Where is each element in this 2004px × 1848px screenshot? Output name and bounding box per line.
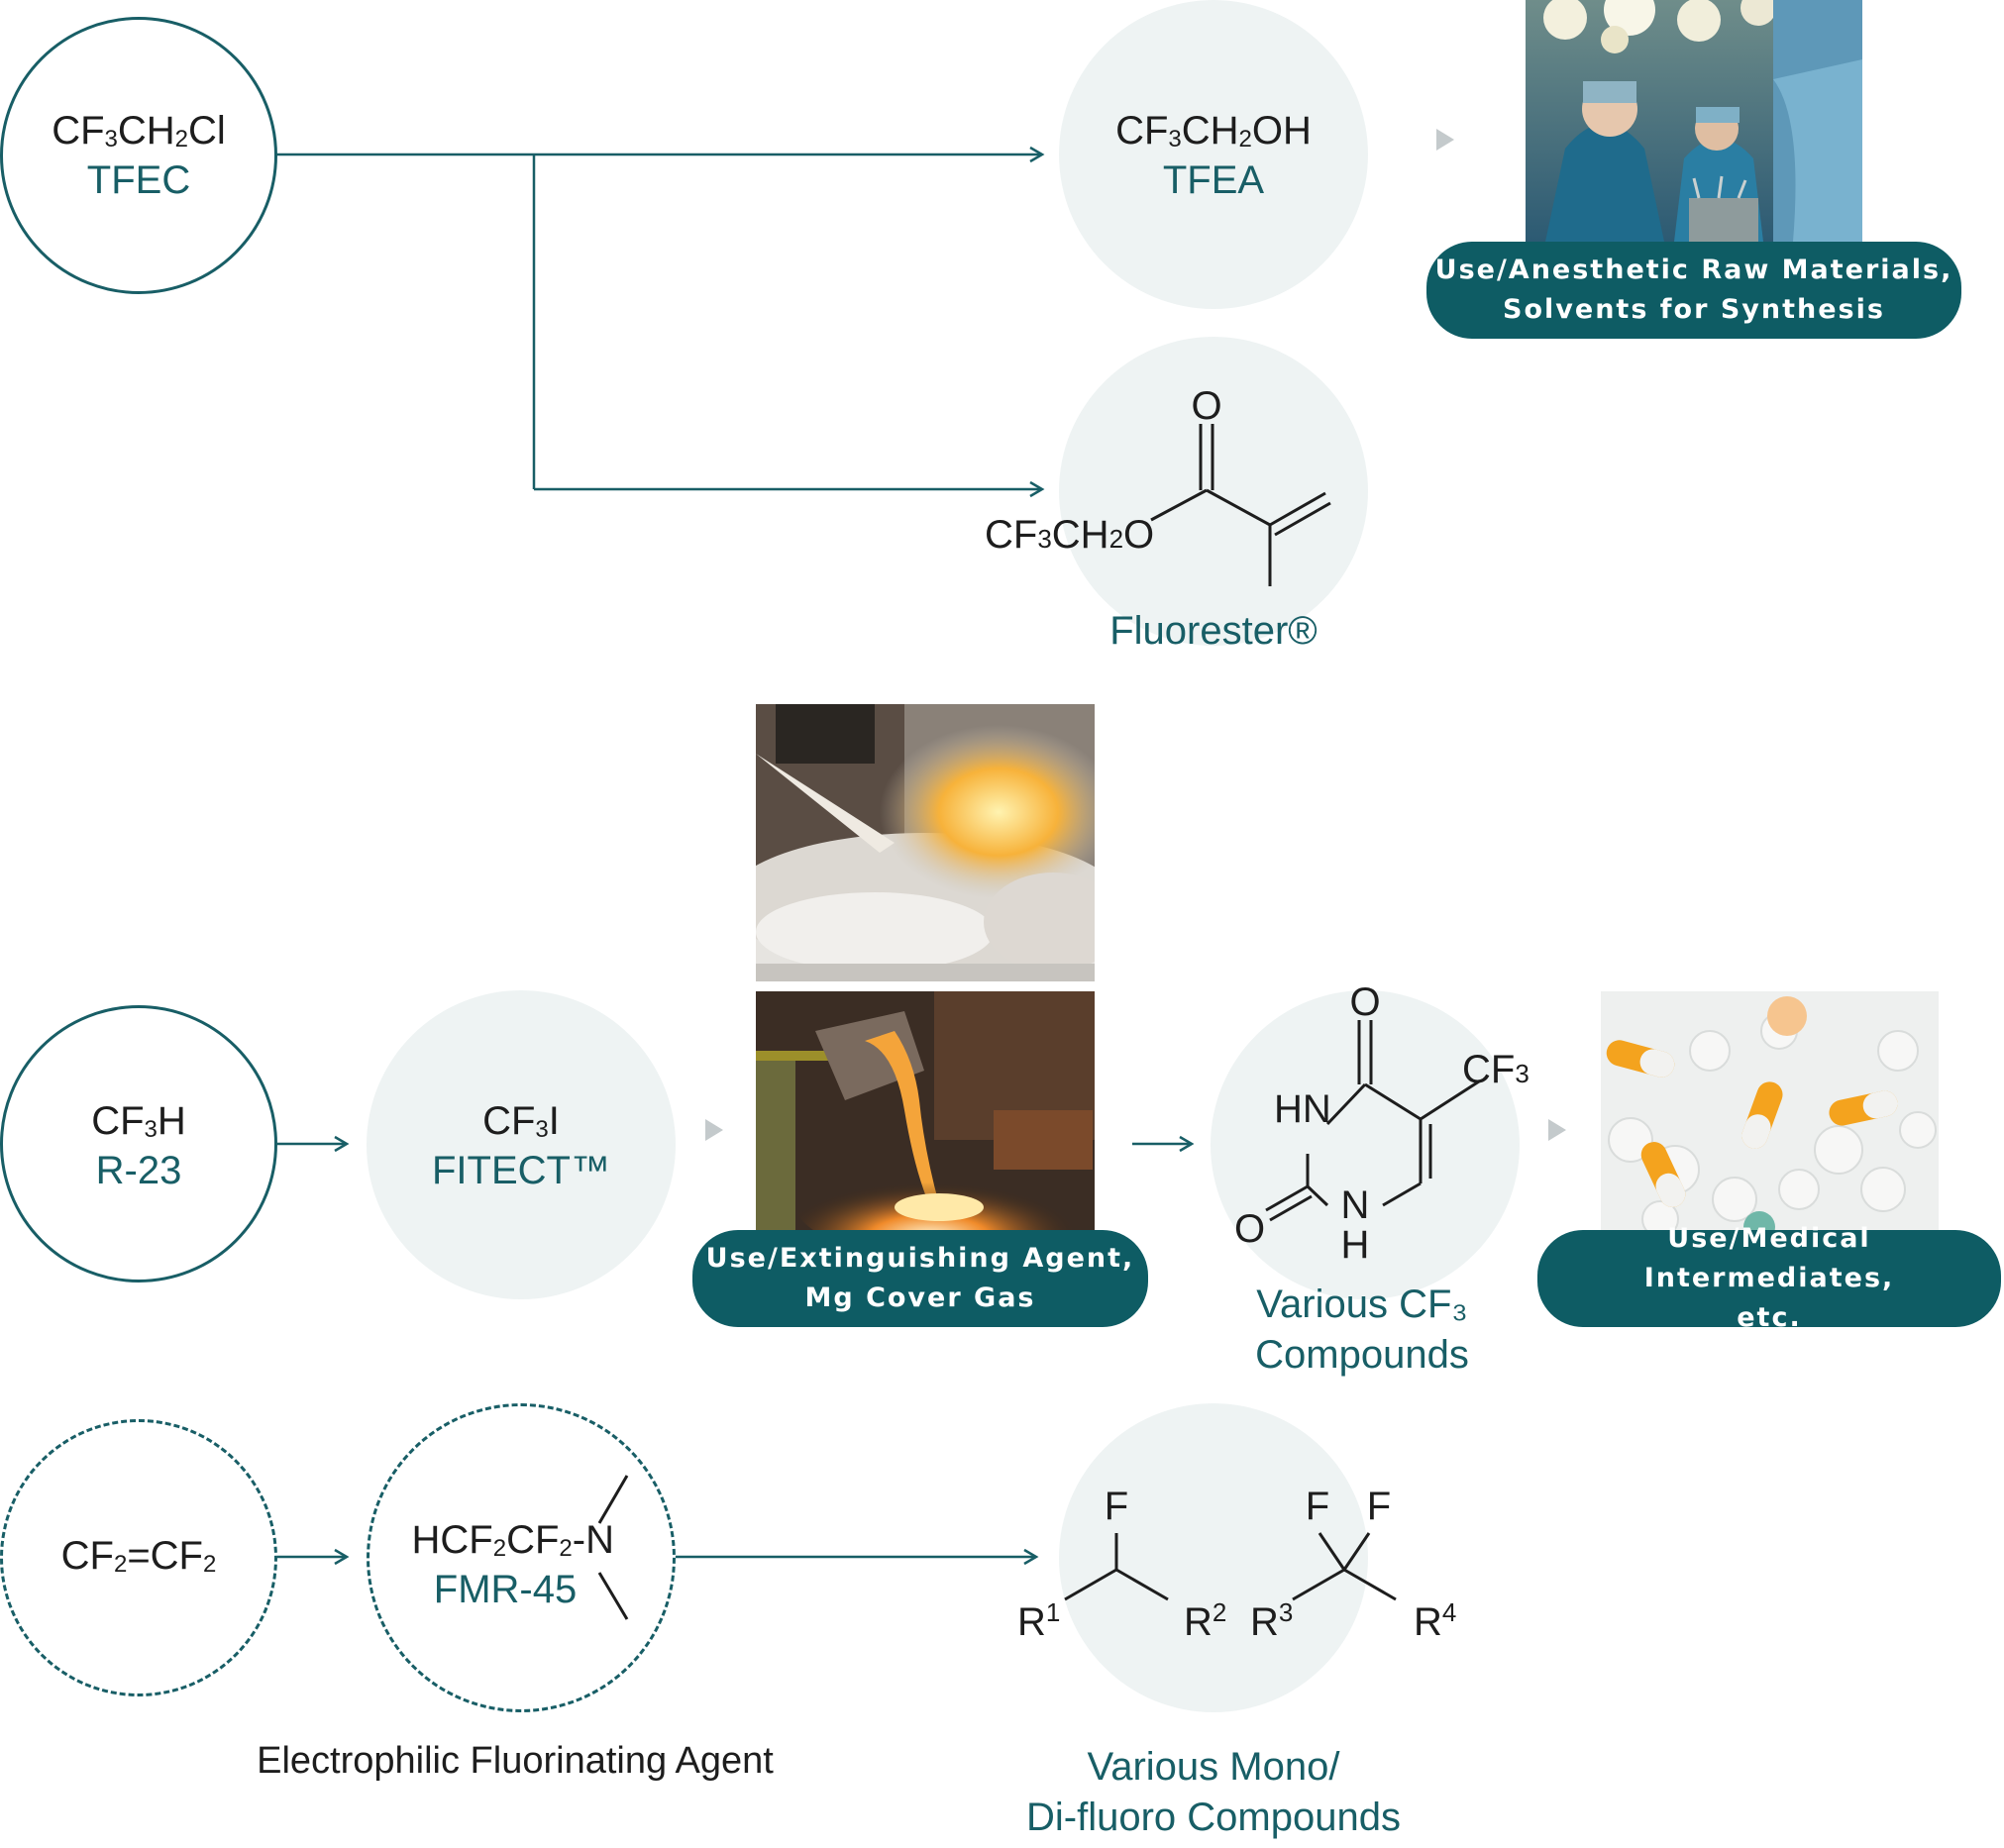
- anesthetic-use-line2: Solvents for Synthesis: [1503, 294, 1885, 325]
- surgery-photo: [1526, 0, 1862, 242]
- r23-circle: [0, 1005, 277, 1283]
- tfe-formula: CF2=CF2: [60, 1534, 217, 1578]
- fluoro-r1: R1: [1017, 1597, 1060, 1644]
- tfea-label: CF3CH2OH TFEA: [1059, 106, 1368, 205]
- cf3-nitrogen: N: [1341, 1183, 1370, 1227]
- cf3-caption-line2: Compounds: [1255, 1333, 1469, 1378]
- tfea-circle: [1059, 0, 1368, 309]
- cf3-oxygen-bottom: O: [1234, 1207, 1265, 1251]
- fluoro-f3: F: [1367, 1485, 1391, 1528]
- fluorester-name: Fluorester®: [1109, 609, 1318, 653]
- anesthetic-use-line1: Use/Anesthetic Raw Materials,: [1434, 255, 1953, 285]
- fitect-formula: CF3I: [482, 1099, 560, 1143]
- fluoro-r4: R4: [1414, 1597, 1456, 1644]
- fmr45-circle: [367, 1403, 676, 1712]
- r23-label: CF3H R-23: [0, 1096, 277, 1195]
- tfe-circle: [0, 1419, 277, 1696]
- fmr45-caption: Electrophilic Fluorinating Agent: [257, 1740, 774, 1782]
- tfec-formula: CF3CH2Cl: [52, 109, 226, 153]
- cf3-compound-caption: Various CF₃ Compounds: [1189, 1280, 1535, 1381]
- fluoro-f1: F: [1105, 1485, 1128, 1528]
- fitect-circle: [367, 990, 676, 1299]
- tfe-label: CF2=CF2: [0, 1531, 277, 1581]
- cf3-hn: HN: [1274, 1087, 1331, 1131]
- fitect-name: FITECT™: [432, 1149, 610, 1192]
- r23-formula: CF3H: [91, 1099, 186, 1143]
- cf3-compound-circle: [1211, 990, 1520, 1299]
- r23-name: R-23: [95, 1149, 182, 1192]
- arrow-triangle-icon: [1548, 1119, 1566, 1141]
- molten-metal-photo: [756, 991, 1095, 1249]
- pills-photo: [1601, 991, 1939, 1233]
- cf3-oxygen-top: O: [1349, 980, 1380, 1024]
- tfec-name: TFEC: [86, 158, 191, 202]
- fire-extinguishing-photo: [756, 704, 1095, 981]
- fluoro-caption-line1: Various Mono/: [1087, 1745, 1340, 1789]
- tfea-formula: CF3CH2OH: [1115, 109, 1312, 153]
- extinguishing-use-badge: Use/Extinguishing Agent, Mg Cover Gas: [692, 1230, 1148, 1327]
- fluorester-oxygen: O: [1191, 384, 1221, 428]
- tfec-label: CF3CH2Cl TFEC: [0, 106, 277, 205]
- arrow-triangle-icon: [1436, 129, 1454, 151]
- fluorester-circle: [1059, 337, 1368, 646]
- extinguishing-use-line1: Use/Extinguishing Agent,: [705, 1243, 1135, 1274]
- fluoro-compound-circle: [1059, 1403, 1368, 1712]
- fluorester-group: CF3CH2O: [985, 513, 1154, 557]
- cf3-hydrogen: H: [1341, 1223, 1370, 1267]
- fmr45-formula: HCF2CF2-N: [411, 1518, 614, 1562]
- fmr45-name: FMR-45: [433, 1568, 578, 1611]
- anesthetic-use-badge: Use/Anesthetic Raw Materials, Solvents f…: [1426, 242, 1961, 339]
- medical-use-line2: etc.: [1737, 1302, 1802, 1333]
- cf3-uracil-structure: O CF3 HN N H O: [1234, 980, 1529, 1267]
- tfec-circle: [0, 17, 277, 294]
- tfea-name: TFEA: [1162, 158, 1265, 202]
- fluorester-structure: O CF3CH2O: [985, 384, 1331, 586]
- fluoro-compound-caption: Various Mono/ Di-fluoro Compounds: [951, 1742, 1476, 1843]
- extinguishing-use-line2: Mg Cover Gas: [804, 1283, 1036, 1313]
- fmr45-amine-bonds: [597, 1475, 629, 1620]
- fmr45-label: HCF2CF2-N FMR-45: [376, 1515, 614, 1614]
- arrow-triangle-icon: [705, 1119, 723, 1141]
- fluoro-compound-structures: F F F R1 R2 R3 R4: [1017, 1485, 1456, 1644]
- medical-use-badge: Use/Medical Intermediates, etc.: [1537, 1223, 2001, 1333]
- cf3-group: CF3: [1462, 1048, 1529, 1091]
- medical-use-line1: Use/Medical Intermediates,: [1643, 1223, 1895, 1293]
- cf3-caption-line1: Various CF₃: [1256, 1283, 1468, 1326]
- fitect-label: CF3I FITECT™: [367, 1096, 676, 1195]
- fluoro-caption-line2: Di-fluoro Compounds: [1026, 1796, 1401, 1840]
- fluoro-r3: R3: [1250, 1597, 1293, 1644]
- fluoro-f2: F: [1306, 1485, 1329, 1528]
- fluoro-r2: R2: [1184, 1597, 1226, 1644]
